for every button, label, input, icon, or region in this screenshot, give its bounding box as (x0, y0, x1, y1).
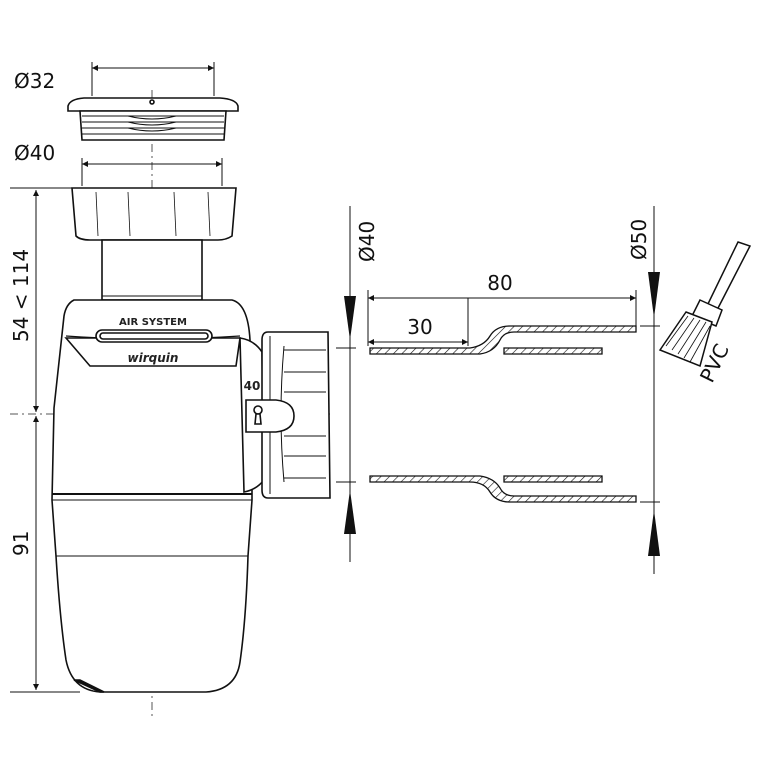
lock-clip (245, 399, 295, 433)
pipe-inlet-diameter-label: Ø40 (355, 221, 379, 262)
pipe-insert-lower (503, 475, 603, 483)
brush-icon (658, 241, 752, 368)
pipe-outlet-diameter-label: Ø50 (627, 219, 651, 260)
pipe-insert-upper (503, 347, 603, 355)
thread-lines (82, 115, 224, 135)
pipe-wall-upper (369, 325, 637, 355)
dimension-lines-left (10, 62, 223, 693)
dimension-arrowheads (344, 272, 660, 556)
outlet-marking-text: 40 (244, 379, 261, 393)
pipe-section (369, 325, 637, 503)
collar-nut (71, 187, 237, 241)
collar-diameter-label: Ø40 (14, 141, 55, 165)
brand-system-text: AIR SYSTEM (119, 317, 187, 328)
threaded-nut (79, 110, 227, 141)
dimension-lines-right (336, 206, 660, 574)
siphon-body (51, 97, 331, 693)
pipe-length-total-label: 80 (487, 271, 512, 295)
top-diameter-label: Ø32 (14, 69, 55, 93)
brand-name-text: wirquin (128, 351, 179, 365)
height-lower-label: 91 (9, 531, 33, 556)
pipe-length-step-label: 30 (407, 315, 432, 339)
pipe-wall-lower (369, 475, 637, 503)
tail-pipe (101, 239, 203, 301)
height-adjustable-label: 54 < 114 (9, 249, 33, 342)
